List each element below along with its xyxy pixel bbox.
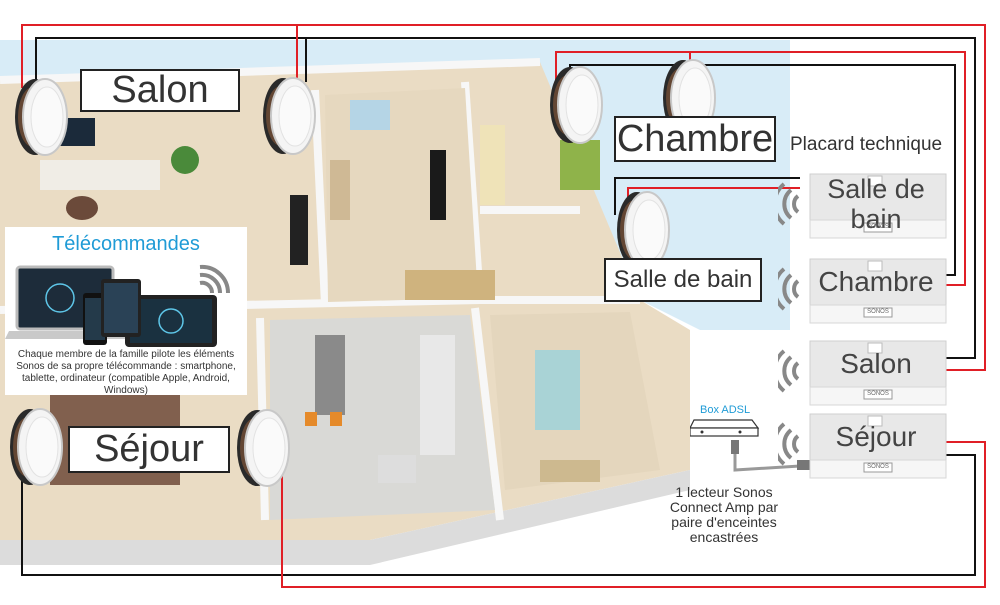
room-label-salon: Salon (80, 69, 240, 112)
remotes-description: Chaque membre de la famille pilote les é… (16, 349, 236, 396)
room-label-chambre: Chambre (614, 116, 776, 162)
amp-label: Séjour (835, 421, 917, 452)
wifi-icon (199, 264, 231, 294)
amp-brand: SONOS (867, 464, 889, 470)
wire-chambre-red (555, 51, 966, 286)
kitchen-worktop (420, 335, 455, 455)
wire-sejour-red (281, 441, 986, 588)
ceiling-speaker-icon (550, 66, 603, 144)
remotes-panel: Télécommandes (5, 227, 247, 396)
ceiling-speaker-icon (15, 78, 68, 156)
bedroom-bed (560, 140, 600, 190)
adsl-label: Box ADSL (700, 404, 751, 416)
kitchen-stove (378, 455, 416, 483)
ethernet-cable-icon (731, 440, 811, 472)
chambre-bed (405, 270, 495, 300)
amp-label: Salle de bain (827, 174, 925, 234)
router-icon (690, 419, 760, 437)
amp-label: Chambre (818, 266, 934, 297)
salon-plant (171, 146, 199, 174)
amp-note: 1 lecteur Sonos Connect Amp par paire d'… (669, 484, 779, 545)
placard-title: Placard technique (790, 134, 943, 155)
ceiling-speaker-icon (263, 77, 316, 155)
remotes-title: Télécommandes (52, 233, 200, 255)
kitchen-chair-2 (330, 412, 342, 426)
wire-sejour-black (21, 450, 976, 576)
outer-wall (0, 470, 690, 565)
kitchen-chair-1 (305, 412, 317, 426)
amp-brand: SONOS (867, 309, 889, 315)
salon-table (66, 196, 98, 220)
bath-shelf (480, 125, 505, 205)
wire-bath-black (614, 177, 800, 215)
room-label-sejour: Séjour (68, 426, 230, 473)
ceiling-speaker-icon (617, 191, 670, 269)
tablet-small-icon (101, 279, 141, 337)
wire-salon-black (35, 37, 976, 359)
room-label-salle-de-bain: Salle de bain (604, 258, 762, 302)
ceiling-speaker-icon (10, 408, 63, 486)
kitchen-counter (315, 335, 345, 415)
salon-sofa (40, 160, 160, 190)
wifi-icon (778, 422, 800, 466)
wifi-icon (778, 349, 800, 393)
room-kitchen-floor (270, 315, 495, 520)
amp-brand: SONOS (867, 224, 889, 230)
tablet-icon (125, 295, 217, 347)
chambre-tv (430, 150, 446, 220)
bedroom2-bed (535, 350, 580, 430)
ceiling-speaker-icon (237, 409, 290, 487)
chambre-window (350, 100, 390, 130)
chambre-desk (330, 160, 350, 220)
wifi-icon (778, 267, 800, 311)
salon-cabinet (290, 195, 308, 265)
wire-salon-red (21, 24, 986, 371)
room-chambre-floor (325, 88, 478, 302)
amp-label: Salon (840, 348, 912, 379)
wifi-icon (778, 182, 800, 226)
bedroom2-desk (540, 460, 600, 482)
amp-brand: SONOS (867, 391, 889, 397)
devices-illustration (5, 264, 231, 347)
